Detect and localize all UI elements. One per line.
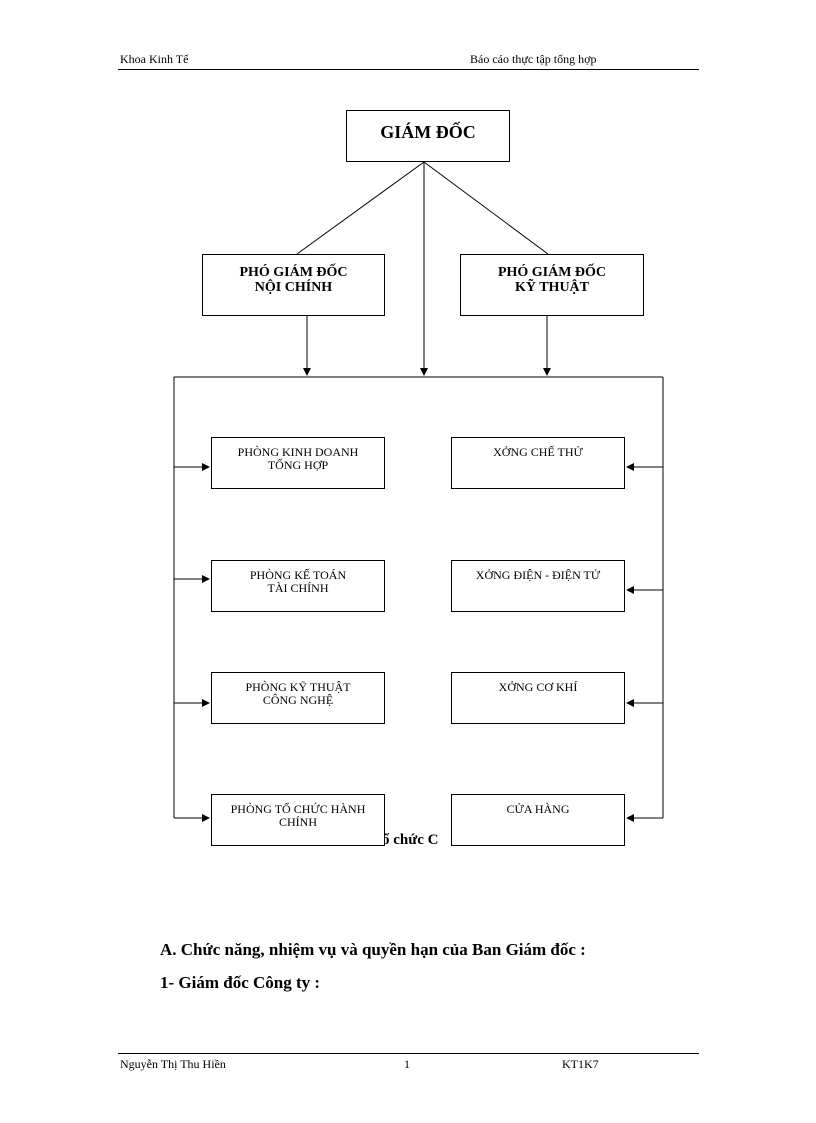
unit-label-line1: PHÒNG TỔ CHỨC HÀNH (230, 802, 366, 816)
unit-business-dept: PHÒNG KINH DOANH TỔNG HỢP (211, 437, 385, 489)
unit-admin-dept: PHÒNG TỔ CHỨC HÀNH CHÍNH (211, 794, 385, 846)
unit-label-line1: XỞNG CHẾ THỬ (493, 445, 583, 459)
header-report-title: Báo cáo thực tập tổng hợp (470, 52, 597, 66)
deputy-technical-line2: KỸ THUẬT (514, 280, 590, 295)
footer-author: Nguyễn Thị Thu Hiền (120, 1057, 226, 1071)
unit-label-line1: PHÒNG KINH DOANH (237, 445, 359, 459)
deputy-technical-box: PHÓ GIÁM ĐỐC KỸ THUẬT (460, 254, 644, 316)
unit-label-line2: CHÍNH (279, 815, 317, 829)
unit-label-line2: CÔNG NGHỆ (262, 693, 334, 707)
unit-label-line1: CỬA HÀNG (506, 802, 570, 816)
director-box: GIÁM ĐỐC (346, 110, 510, 162)
header-faculty: Khoa Kinh Tế (120, 52, 189, 66)
unit-label-line1: XỞNG ĐIỆN - ĐIỆN TỬ (475, 568, 601, 582)
unit-electronics-workshop: XỞNG ĐIỆN - ĐIỆN TỬ (451, 560, 625, 612)
deputy-technical-line1: PHÓ GIÁM ĐỐC (497, 265, 607, 280)
unit-prototype-workshop: XỞNG CHẾ THỬ (451, 437, 625, 489)
unit-label-line1: XỞNG CƠ KHÍ (498, 680, 578, 694)
deputy-internal-line1: PHÓ GIÁM ĐỐC (239, 265, 348, 280)
unit-store: CỬA HÀNG (451, 794, 625, 846)
chart-caption: ổ chức C (382, 832, 439, 848)
unit-mechanical-workshop: XỞNG CƠ KHÍ (451, 672, 625, 724)
section-heading-a: A. Chức năng, nhiệm vụ và quyền hạn của … (160, 940, 586, 959)
unit-technology-dept: PHÒNG KỸ THUẬT CÔNG NGHỆ (211, 672, 385, 724)
unit-label-line1: PHÒNG KẾ TOÁN (249, 568, 347, 582)
footer-page-number: 1 (404, 1057, 410, 1071)
connector-director-deputy-internal (296, 161, 425, 255)
footer-class-code: KT1K7 (562, 1057, 599, 1071)
unit-label-line1: PHÒNG KỸ THUẬT (245, 680, 351, 694)
subsection-heading-1: 1- Giám đốc Công ty : (160, 973, 321, 992)
deputy-internal-line2: NỘI CHÍNH (254, 280, 333, 295)
header-rule (118, 69, 699, 70)
connector-director-deputy-technical (423, 161, 549, 255)
deputy-internal-box: PHÓ GIÁM ĐỐC NỘI CHÍNH (202, 254, 385, 316)
unit-label-line2: TÀI CHÍNH (267, 581, 329, 595)
unit-label-line2: TỔNG HỢP (267, 458, 329, 472)
unit-accounting-dept: PHÒNG KẾ TOÁN TÀI CHÍNH (211, 560, 385, 612)
director-label: GIÁM ĐỐC (380, 122, 476, 142)
footer-rule (118, 1053, 699, 1054)
